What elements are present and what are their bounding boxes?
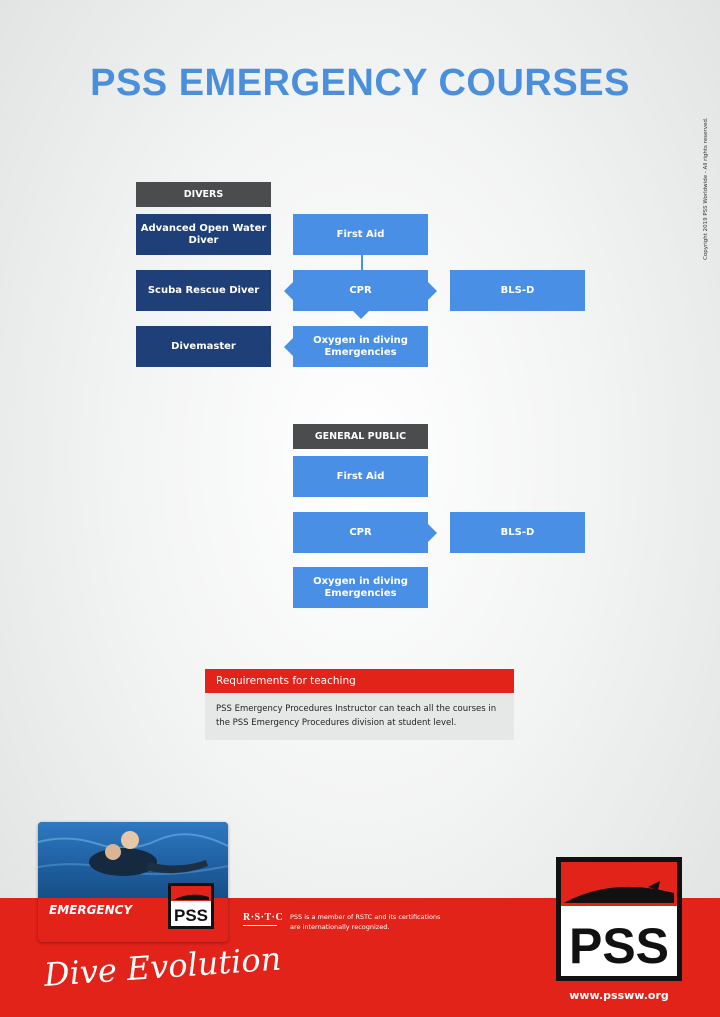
rstc-text: R·S·T·C: [243, 912, 284, 923]
public-bls-d-box: BLS-D: [450, 512, 585, 553]
divers-first-aid-box: First Aid: [293, 214, 428, 255]
public-cpr-label: CPR: [349, 526, 372, 538]
water-illustration: [38, 831, 228, 876]
public-first-aid-box: First Aid: [293, 456, 428, 497]
left-arrow-icon: [284, 337, 293, 356]
pss-logo-small: PSS: [168, 883, 214, 929]
divers-cpr-label: CPR: [349, 284, 372, 296]
large-logo-text: PSS: [569, 918, 669, 974]
rstc-member-text: PSS is a member of RSTC and its certific…: [290, 913, 441, 931]
pss-logo-icon: PSS: [556, 857, 682, 981]
right-arrow-icon: [428, 523, 437, 542]
copyright-notice: Copyright 2019 PSS Worldwide - All right…: [701, 117, 711, 260]
left-arrow-icon: [284, 281, 293, 300]
public-cpr-box: CPR: [293, 512, 437, 553]
rstc-logo: R·S·T·C: [243, 912, 284, 936]
pss-logo-large: PSS: [556, 857, 682, 981]
card-label: EMERGENCY: [49, 903, 133, 917]
public-oxygen-box: Oxygen in diving Emergencies: [293, 567, 428, 608]
requirements-header: Requirements for teaching: [205, 669, 514, 693]
divemaster-box: Divemaster: [136, 326, 271, 367]
general-public-header: GENERAL PUBLIC: [293, 424, 428, 449]
emergency-card: EMERGENCY: [38, 822, 228, 942]
scuba-rescue-diver-box: Scuba Rescue Diver: [136, 270, 271, 311]
requirements-text: PSS Emergency Procedures Instructor can …: [205, 693, 514, 740]
divers-oxygen-box: Oxygen in diving Emergencies: [284, 326, 428, 367]
page-title: PSS EMERGENCY COURSES: [90, 62, 630, 104]
right-arrow-icon: [428, 281, 437, 300]
divers-cpr-box: CPR: [284, 270, 437, 319]
divers-oxygen-label: Oxygen in diving Emergencies: [313, 334, 408, 358]
pss-logo-icon: PSS: [168, 883, 214, 929]
copyright-text: Copyright 2019 PSS Worldwide - All right…: [703, 117, 709, 260]
website-link[interactable]: www.pssww.org: [569, 989, 669, 1002]
advanced-open-water-diver-box: Advanced Open Water Diver: [136, 214, 271, 255]
divers-header: DIVERS: [136, 182, 271, 207]
rstc-underline: [243, 925, 277, 926]
small-logo-text: PSS: [174, 906, 208, 925]
down-arrow-icon: [352, 311, 369, 319]
divers-first-aid-label: First Aid: [336, 228, 385, 240]
divers-bls-d-box: BLS-D: [450, 270, 585, 311]
connector-line: [361, 255, 363, 270]
